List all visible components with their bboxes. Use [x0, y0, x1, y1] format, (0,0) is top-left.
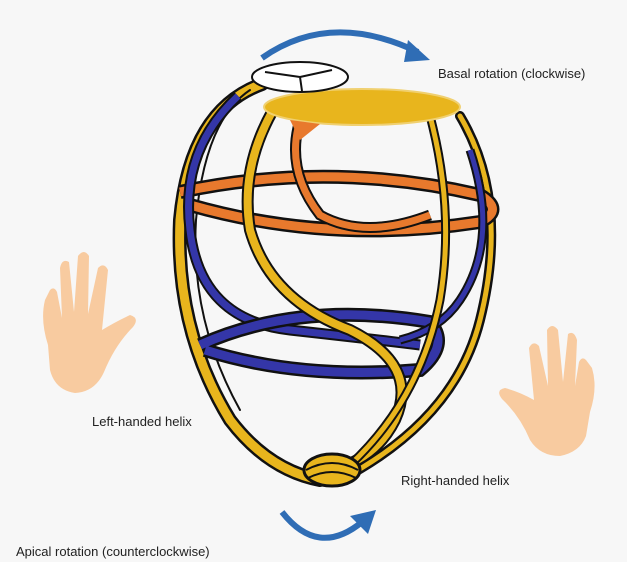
- right-hand-icon: [499, 326, 594, 456]
- left-helix-label: Left-handed helix: [92, 414, 192, 429]
- apex-knot: [304, 454, 360, 486]
- yellow-fiber-helix: [248, 112, 446, 470]
- apical-rotation-label: Apical rotation (counterclockwise): [16, 544, 210, 559]
- counterclockwise-arrow-icon: [282, 510, 376, 538]
- right-helix-label: Right-handed helix: [401, 473, 509, 488]
- left-hand-icon: [43, 252, 136, 393]
- aortic-valve: [252, 62, 348, 92]
- basal-rotation-label: Basal rotation (clockwise): [438, 66, 585, 81]
- clockwise-arrow-icon: [262, 32, 430, 62]
